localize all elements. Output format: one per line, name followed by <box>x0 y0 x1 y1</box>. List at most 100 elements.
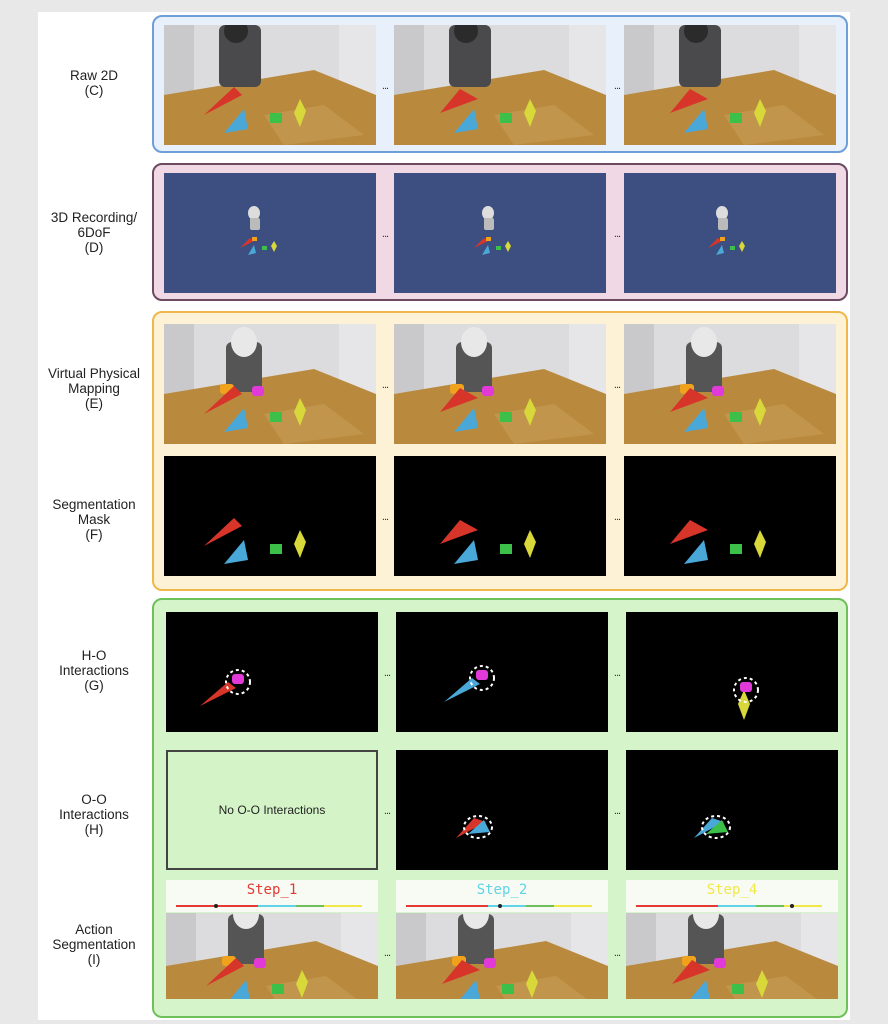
row-label-segmentation-mask: Segmentation Mask (F) <box>52 497 136 542</box>
blue-piece <box>684 540 708 564</box>
yellow-piece <box>294 530 306 558</box>
yellow-piece <box>294 99 306 127</box>
yellow-piece <box>739 241 745 252</box>
action-timeline <box>636 904 822 908</box>
interaction-circle <box>463 815 493 839</box>
avatar-body <box>250 218 260 230</box>
green-piece <box>270 113 282 123</box>
avatar-hand <box>254 958 266 968</box>
avatar-body <box>688 914 724 964</box>
recording-3d-frame-1 <box>164 173 376 293</box>
interaction-piece <box>456 818 486 838</box>
avatar-body <box>686 342 722 392</box>
ellipsis: ... <box>381 379 389 391</box>
no-oo-interactions-panel: No O-O Interactions <box>166 750 378 870</box>
blue-piece <box>454 540 478 564</box>
blue-piece <box>690 980 710 999</box>
red-piece <box>670 89 708 113</box>
blue-piece <box>684 408 708 432</box>
action-frame-2 <box>396 913 608 999</box>
yellow-piece <box>526 970 538 998</box>
frame-image <box>164 456 376 576</box>
action-timeline <box>176 904 362 908</box>
blue-piece <box>454 408 478 432</box>
interaction-piece <box>468 820 490 834</box>
avatar-hand <box>252 386 264 396</box>
oo-frame-2 <box>396 750 608 870</box>
person-head <box>224 25 248 43</box>
interaction-circle <box>469 665 495 691</box>
ellipsis: ... <box>613 80 621 92</box>
oo-frame-3 <box>626 750 838 870</box>
ellipsis: ... <box>383 805 391 817</box>
ellipsis: ... <box>613 947 621 959</box>
segmentation-mask-frame-1 <box>164 456 376 576</box>
step-label: Step_4 <box>706 882 758 898</box>
frame-image <box>164 324 376 444</box>
interaction-circle <box>225 669 251 695</box>
frame-image <box>624 25 836 145</box>
table-mat <box>724 404 824 444</box>
green-piece <box>730 246 735 250</box>
interaction-circle <box>733 677 759 703</box>
red-piece <box>204 386 242 414</box>
yellow-piece <box>524 398 536 426</box>
row-label-3d-recording: 3D Recording/ 6DoF (D) <box>50 210 138 255</box>
green-piece <box>500 544 512 554</box>
timeline-marker <box>790 904 794 908</box>
red-piece <box>440 388 478 412</box>
ellipsis: ... <box>381 228 389 240</box>
green-piece <box>730 544 742 554</box>
avatar-body <box>226 342 262 392</box>
yellow-piece <box>294 398 306 426</box>
frame-image <box>396 750 608 870</box>
green-piece <box>270 544 282 554</box>
frame-image <box>624 456 836 576</box>
frame-image <box>624 173 836 293</box>
frame-image <box>624 324 836 444</box>
avatar-hand <box>482 386 494 396</box>
frame-image <box>626 612 838 732</box>
frame-image <box>626 913 838 999</box>
background <box>396 612 608 732</box>
interaction-piece <box>738 690 750 720</box>
ellipsis: ... <box>613 805 621 817</box>
frame-image <box>626 750 838 870</box>
yellow-piece <box>505 241 511 252</box>
vpm-frame-3 <box>624 324 836 444</box>
table-mat <box>264 105 364 145</box>
blue-piece <box>460 980 480 999</box>
table-mat <box>494 404 594 444</box>
ellipsis: ... <box>381 511 389 523</box>
frame-image <box>166 612 378 732</box>
step-bar-3: Step_4 <box>626 880 838 912</box>
yellow-piece <box>271 241 277 252</box>
ho-frame-1 <box>166 612 378 732</box>
red-piece <box>670 520 708 544</box>
red-piece <box>440 520 478 544</box>
avatar-body <box>228 914 264 964</box>
blue-piece <box>230 980 250 999</box>
action-frame-1 <box>166 913 378 999</box>
avatar-head <box>693 913 719 929</box>
frame-image <box>394 456 606 576</box>
frame-image <box>396 913 608 999</box>
green-piece <box>730 113 742 123</box>
step-bar-2: Step_2 <box>396 880 608 912</box>
frame-image <box>396 612 608 732</box>
red-piece <box>204 518 242 546</box>
raw-2d-frame-3 <box>624 25 836 145</box>
background <box>626 612 838 732</box>
table-mat <box>726 976 817 999</box>
table-mat <box>496 976 587 999</box>
row-label-vpm: Virtual Physical Mapping (E) <box>47 366 141 411</box>
segmentation-mask-frame-2 <box>394 456 606 576</box>
hand-marker <box>232 674 244 684</box>
ellipsis: ... <box>613 667 621 679</box>
raw-2d-frame-2 <box>394 25 606 145</box>
blue-piece <box>716 245 724 255</box>
table-mat <box>266 976 357 999</box>
ellipsis: ... <box>613 511 621 523</box>
red-piece <box>672 960 710 984</box>
green-piece <box>732 984 744 994</box>
